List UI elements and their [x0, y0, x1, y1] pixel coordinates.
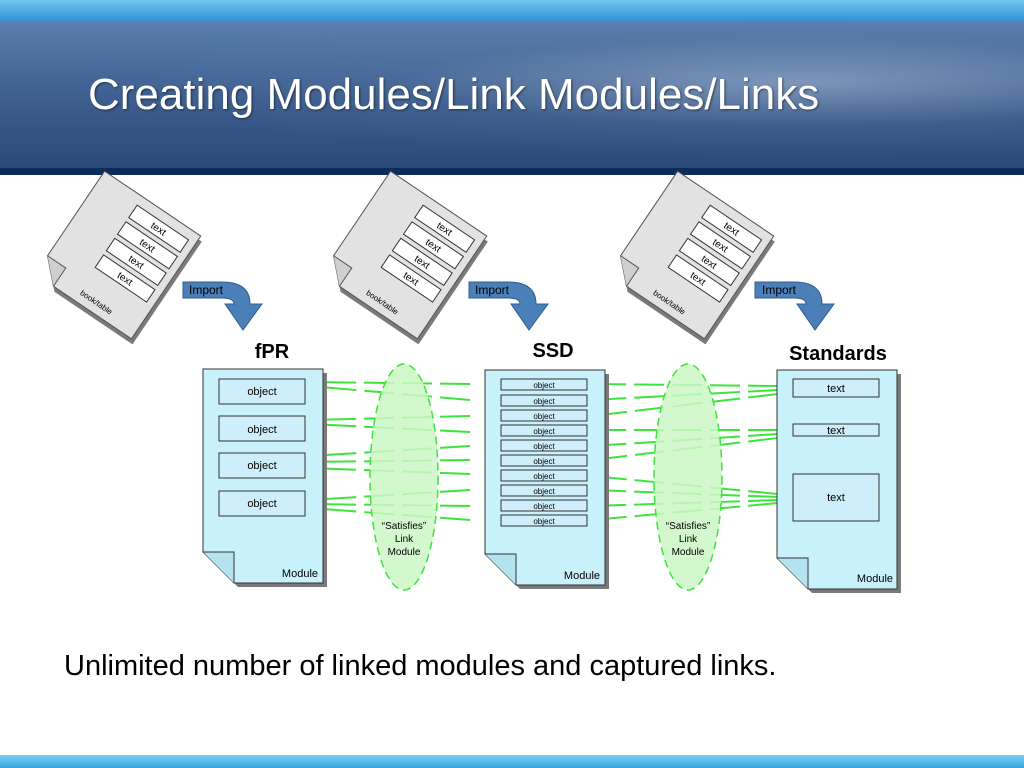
link-module-label: Module [672, 547, 705, 558]
document-text-line: text [678, 237, 740, 287]
svg-text:object: object [247, 386, 276, 398]
document-fpr-source: text text text text book/table [47, 170, 202, 345]
document-text-line: text [402, 221, 465, 270]
document-text-line: text [701, 204, 763, 253]
module-item: object [500, 409, 588, 422]
document-text-line: text [391, 237, 453, 287]
import-label: Import [762, 283, 797, 297]
footer-bar [0, 755, 1024, 768]
svg-text:text: text [827, 383, 845, 395]
module-item: object [500, 469, 588, 482]
module-item: object [500, 454, 588, 467]
module-item: object [218, 415, 306, 442]
document-text-line: text [94, 254, 156, 303]
satisfies-link-module-1: “Satisfies” Link Module [369, 363, 439, 591]
slide-caption: Unlimited number of linked modules and c… [64, 650, 777, 682]
document-text-line: text [105, 237, 167, 287]
module-footer: Module [282, 568, 318, 580]
svg-text:object: object [247, 424, 276, 436]
module-title-ssd: SSD [532, 340, 573, 362]
slide-title: Creating Modules/Link Modules/Links [88, 70, 820, 119]
module-item: object [218, 490, 306, 517]
document-text-line: text [689, 221, 752, 270]
svg-text:text: text [827, 425, 845, 437]
svg-text:object: object [533, 472, 555, 481]
header-background-photo [0, 22, 1024, 172]
link-module-label: Link [679, 534, 698, 545]
import-arrow-fpr: Import [182, 281, 263, 331]
document-text-line: text [414, 204, 476, 253]
svg-text:object: object [533, 381, 555, 390]
link-module-label: Module [388, 547, 421, 558]
module-item: object [500, 424, 588, 437]
document-text-line: text [128, 204, 190, 253]
document-standards-source: text text text text book/table [620, 170, 775, 345]
import-arrow-ssd: Import [468, 281, 549, 331]
document-text-line: text [667, 254, 729, 303]
module-footer: Module [857, 573, 893, 585]
header-top-band [0, 0, 1024, 22]
module-ssd: object object object object object objec… [484, 369, 609, 589]
module-title-standards: Standards [789, 343, 887, 365]
import-label: Import [189, 283, 224, 297]
module-item: text [792, 378, 880, 398]
module-item: text [792, 473, 880, 522]
module-item: text [792, 423, 880, 437]
document-text-line: text [380, 254, 442, 303]
document-text-line: text [116, 221, 179, 270]
module-footer: Module [564, 570, 600, 582]
module-item: object [500, 499, 588, 512]
module-item: object [500, 378, 588, 391]
svg-text:object: object [533, 457, 555, 466]
svg-text:object: object [533, 502, 555, 511]
module-item: object [218, 452, 306, 479]
svg-text:object: object [533, 412, 555, 421]
module-item: object [500, 514, 588, 527]
import-label: Import [475, 283, 510, 297]
svg-text:text: text [827, 492, 845, 504]
module-standards: text text text Module [776, 369, 901, 593]
svg-text:object: object [533, 442, 555, 451]
link-module-label: “Satisfies” [666, 521, 710, 532]
module-fpr: object object object object Module [202, 368, 327, 587]
svg-text:object: object [533, 487, 555, 496]
svg-text:object: object [247, 460, 276, 472]
module-item: object [500, 439, 588, 452]
module-item: object [500, 484, 588, 497]
document-ssd-source: text text text text book/table [333, 170, 488, 345]
import-arrow-standards: Import [754, 281, 835, 331]
svg-text:object: object [533, 427, 555, 436]
module-title-fpr: fPR [255, 341, 290, 363]
svg-text:object: object [533, 517, 555, 526]
svg-text:object: object [247, 498, 276, 510]
svg-text:object: object [533, 397, 555, 406]
satisfies-link-module-2: “Satisfies” Link Module [653, 363, 723, 591]
module-item: object [500, 394, 588, 407]
header-banner: Creating Modules/Link Modules/Links [0, 0, 1024, 175]
link-module-label: “Satisfies” [382, 521, 426, 532]
header-divider [0, 168, 1024, 175]
module-item: object [218, 378, 306, 405]
link-module-label: Link [395, 534, 414, 545]
